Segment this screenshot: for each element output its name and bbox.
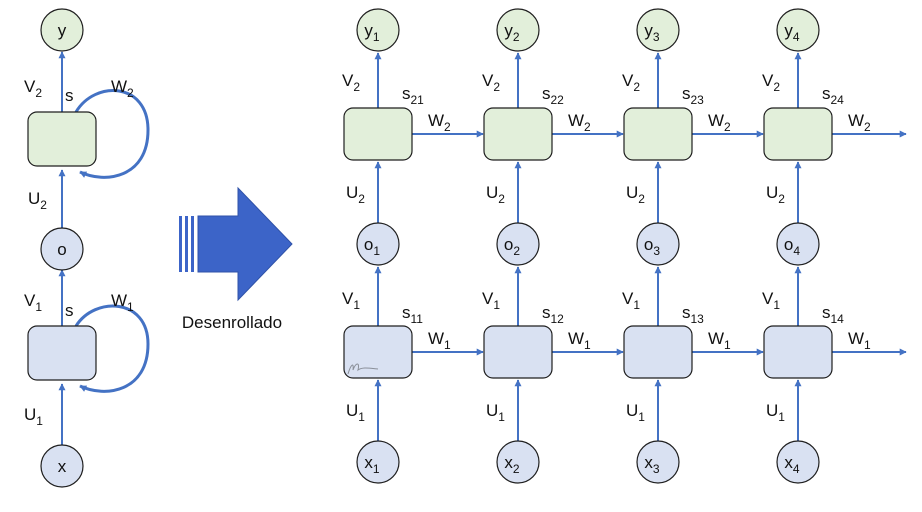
node-o3 <box>636 222 680 266</box>
loop-w2 <box>74 89 150 179</box>
label-u2-step-1: U2 <box>346 183 365 206</box>
label-w1-step-2: W1 <box>568 329 591 352</box>
label-w2-step-1: W2 <box>428 111 451 134</box>
node-y3 <box>636 8 680 52</box>
node-x1 <box>356 440 400 484</box>
node-y-label: y <box>58 21 67 40</box>
node-y4 <box>776 8 820 52</box>
label-v1: V1 <box>24 291 42 314</box>
node-o4 <box>776 222 820 266</box>
node-o2-label: o2 <box>504 235 520 258</box>
node-o2 <box>496 222 540 266</box>
folded-network: y o x V2 s W2 U2 V1 s W1 U1 <box>24 8 150 488</box>
label-w1-step-4: W1 <box>848 329 871 352</box>
node-o3-label: o3 <box>644 235 660 258</box>
label-s1-step-4: s14 <box>822 303 844 326</box>
node-y <box>40 8 84 52</box>
label-s1-step-2: s12 <box>542 303 564 326</box>
node-o <box>40 227 84 271</box>
node-o1 <box>356 222 400 266</box>
unroll-arrow: Desenrollado <box>179 186 293 332</box>
upper-cell-4 <box>763 107 833 161</box>
label-s2-step-3: s23 <box>682 84 704 107</box>
node-y1 <box>356 8 400 52</box>
label-w2: W2 <box>111 77 134 100</box>
label-s2-step-1: s21 <box>402 84 424 107</box>
node-x2 <box>496 440 540 484</box>
lower-cell-3 <box>623 325 693 379</box>
node-y4-label: y4 <box>784 21 800 44</box>
label-u2-step-3: U2 <box>626 183 645 206</box>
arrow-tail-stripe-2 <box>185 216 188 272</box>
node-y1-label: y1 <box>364 21 380 44</box>
label-v2-step-2: V2 <box>482 71 500 94</box>
label-s1-step-3: s13 <box>682 303 704 326</box>
unroll-label: Desenrollado <box>182 313 282 332</box>
node-x3 <box>636 440 680 484</box>
arrow-body <box>197 186 293 302</box>
label-s-top: s <box>65 86 74 105</box>
node-y3-label: y3 <box>644 21 660 44</box>
lower-cell-2 <box>483 325 553 379</box>
node-x <box>40 444 84 488</box>
label-s2-step-2: s22 <box>542 84 564 107</box>
upper-cell <box>27 111 97 167</box>
upper-cell-1 <box>343 107 413 161</box>
label-w2-step-3: W2 <box>708 111 731 134</box>
label-w1-step-1: W1 <box>428 329 451 352</box>
node-x3-label: x3 <box>644 453 660 476</box>
label-u2-step-2: U2 <box>486 183 505 206</box>
label-u1-step-3: U1 <box>626 401 645 424</box>
lower-cell <box>27 325 97 381</box>
label-v1-step-4: V1 <box>762 289 780 312</box>
label-v1-step-2: V1 <box>482 289 500 312</box>
label-u2: U2 <box>28 189 47 212</box>
label-w2-step-4: W2 <box>848 111 871 134</box>
upper-cell-3 <box>623 107 693 161</box>
label-w1: W1 <box>111 291 134 314</box>
label-s-bottom: s <box>65 301 74 320</box>
label-v2: V2 <box>24 77 42 100</box>
node-y2 <box>496 8 540 52</box>
scribble-mark <box>347 363 379 375</box>
upper-cell-2 <box>483 107 553 161</box>
label-v2-step-4: V2 <box>762 71 780 94</box>
label-u1-step-1: U1 <box>346 401 365 424</box>
node-o-label: o <box>57 240 66 259</box>
label-u1-step-2: U1 <box>486 401 505 424</box>
label-v2-step-3: V2 <box>622 71 640 94</box>
node-x2-label: x2 <box>504 453 520 476</box>
node-o1-label: o1 <box>364 235 380 258</box>
label-w2-step-2: W2 <box>568 111 591 134</box>
node-y2-label: y2 <box>504 21 520 44</box>
label-v1-step-3: V1 <box>622 289 640 312</box>
label-v2-step-1: V2 <box>342 71 360 94</box>
label-u2-step-4: U2 <box>766 183 785 206</box>
label-s2-step-4: s24 <box>822 84 844 107</box>
node-x-label: x <box>58 457 67 476</box>
label-s1-step-1: s11 <box>402 303 423 326</box>
arrow-tail-stripe-1 <box>179 216 182 272</box>
node-x4-label: x4 <box>784 453 800 476</box>
label-w1-step-3: W1 <box>708 329 731 352</box>
loop-w1 <box>74 304 150 393</box>
arrow-tail-stripe-3 <box>191 216 194 272</box>
lower-cell-1 <box>343 325 413 379</box>
label-u1: U1 <box>24 405 43 428</box>
lower-cell-4 <box>763 325 833 379</box>
label-v1-step-1: V1 <box>342 289 360 312</box>
node-x1-label: x1 <box>364 453 380 476</box>
node-o4-label: o4 <box>784 235 800 258</box>
node-x4 <box>776 440 820 484</box>
label-u1-step-4: U1 <box>766 401 785 424</box>
